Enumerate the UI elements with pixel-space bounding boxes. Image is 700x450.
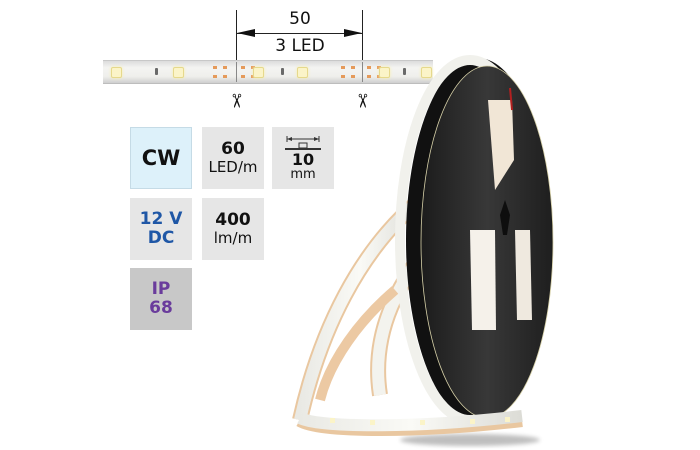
width-unit: mm [290,167,316,182]
dimension-led-count: 3 LED [275,36,325,56]
voltage-value: 12 V [139,209,183,229]
strip-width-icon [285,136,321,150]
density-unit: LED/m [208,158,258,176]
led-chip [379,67,390,78]
dimension-extension-left [236,10,237,62]
resistor [281,68,284,75]
lumen-unit: lm/m [213,229,253,247]
width-value: 10 [291,150,315,169]
tile-color-temperature: CW [130,127,192,189]
resistor [403,68,406,75]
arrow-left-icon [237,29,255,37]
voltage-type: DC [147,228,175,248]
scissors-icon: ✂ [224,93,247,109]
dimension-extension-right [362,10,363,62]
led-chip [173,67,184,78]
lumen-value: 400 [215,210,251,230]
solder-pad [211,65,229,79]
tile-led-density: 60 LED/m [202,127,264,189]
resistor [155,68,158,75]
led-chip [253,67,264,78]
led-strip-reel-image [292,55,554,446]
solder-pad [339,65,357,79]
density-value: 60 [221,139,245,159]
dimension-arrow-line [237,33,362,34]
dimension-length: 50 [289,9,311,29]
tile-ip-rating: IP 68 [130,268,192,330]
led-chip [297,67,308,78]
cut-line [236,62,237,82]
ip-value: 68 [149,298,173,318]
tile-strip-width: 10 mm [272,127,334,189]
led-chip [421,67,432,78]
tile-voltage: 12 V DC [130,198,192,260]
arrow-right-icon [344,29,362,37]
color-temp-label: CW [141,146,181,170]
tile-luminous-flux: 400 lm/m [202,198,264,260]
cut-line [362,62,363,82]
led-strip-segment [103,60,433,84]
ip-label: IP [151,279,171,299]
led-chip [111,67,122,78]
